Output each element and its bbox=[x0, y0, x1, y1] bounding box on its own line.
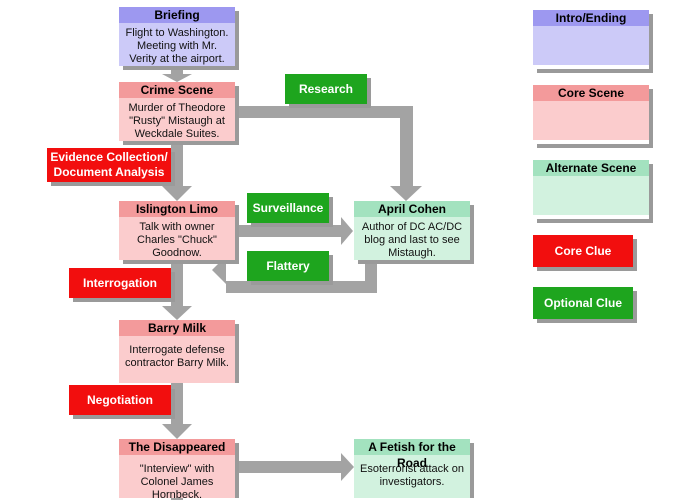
scene-description: Author of DC AC/DC blog and last to see … bbox=[354, 217, 470, 260]
legend-swatch bbox=[533, 26, 649, 65]
scene-fetish-for-the-road: A Fetish for the Road Esoterrorist attac… bbox=[354, 439, 470, 498]
scene-title: Crime Scene bbox=[119, 82, 235, 98]
scene-title: April Cohen bbox=[354, 201, 470, 217]
scene-crime-scene: Crime Scene Murder of Theodore "Rusty" M… bbox=[119, 82, 235, 141]
scene-islington-limo: Islington Limo Talk with owner Charles "… bbox=[119, 201, 235, 260]
clue-research: Research bbox=[285, 74, 367, 104]
scene-title: Briefing bbox=[119, 7, 235, 23]
scene-description: Talk with owner Charles "Chuck" Goodnow. bbox=[119, 217, 235, 260]
clue-surveillance: Surveillance bbox=[247, 193, 329, 223]
legend-label: Intro/Ending bbox=[533, 10, 649, 26]
legend-swatch bbox=[533, 176, 649, 215]
legend-alternate-scene: Alternate Scene bbox=[533, 160, 649, 219]
clue-negotiation: Negotiation bbox=[69, 385, 171, 415]
legend-core-scene: Core Scene bbox=[533, 85, 649, 144]
arrow-april-to-limo bbox=[212, 256, 377, 293]
legend-intro-ending: Intro/Ending bbox=[533, 10, 649, 69]
legend-swatch bbox=[533, 101, 649, 140]
scene-the-disappeared: The Disappeared "Interview" with Colonel… bbox=[119, 439, 235, 501]
arrow-limo-to-april bbox=[236, 217, 353, 245]
legend-optional-clue: Optional Clue bbox=[533, 287, 633, 319]
scene-description: "Interview" with Colonel James Hornbeck. bbox=[119, 455, 235, 501]
scene-description: Esoterrorist attack on investigators. bbox=[354, 455, 470, 498]
clue-flattery: Flattery bbox=[247, 251, 329, 281]
scene-title: A Fetish for the Road bbox=[354, 439, 470, 470]
legend-label: Core Scene bbox=[533, 85, 649, 101]
scene-description: Murder of Theodore "Rusty" Mistaugh at W… bbox=[119, 98, 235, 141]
scene-description: Interrogate defense contractor Barry Mil… bbox=[119, 336, 235, 383]
clue-evidence-collection: Evidence Collection/ Document Analysis bbox=[47, 148, 171, 182]
arrow-barry-to-disappeared bbox=[162, 380, 192, 439]
arrow-crime-scene-to-limo bbox=[162, 142, 192, 201]
clue-interrogation: Interrogation bbox=[69, 268, 171, 298]
scene-april-cohen: April Cohen Author of DC AC/DC blog and … bbox=[354, 201, 470, 260]
scene-title: The Disappeared bbox=[119, 439, 235, 455]
scene-title: Islington Limo bbox=[119, 201, 235, 217]
arrow-briefing-to-crime-scene bbox=[162, 66, 192, 82]
scene-briefing: Briefing Flight to Washington. Meeting w… bbox=[119, 7, 235, 66]
legend-core-clue: Core Clue bbox=[533, 235, 633, 267]
arrow-limo-to-barry bbox=[162, 261, 192, 320]
scene-barry-milk: Barry Milk Interrogate defense contracto… bbox=[119, 320, 235, 383]
scene-description: Flight to Washington. Meeting with Mr. V… bbox=[119, 23, 235, 66]
arrow-disappeared-to-fetish bbox=[236, 453, 354, 481]
arrow-crime-scene-to-april bbox=[236, 106, 422, 201]
scene-title: Barry Milk bbox=[119, 320, 235, 336]
legend-label: Alternate Scene bbox=[533, 160, 649, 176]
